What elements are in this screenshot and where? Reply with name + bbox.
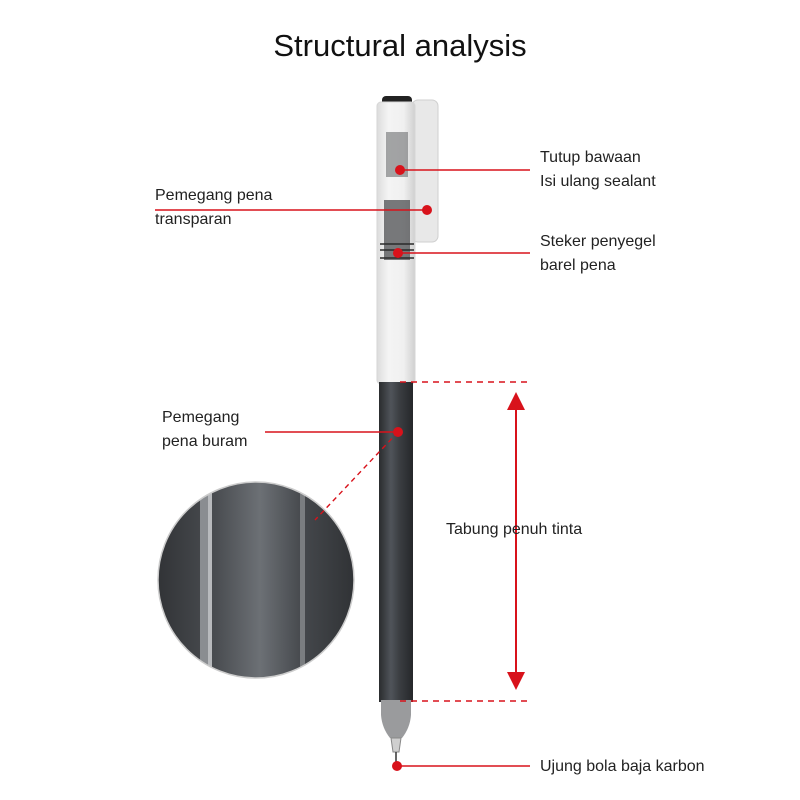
diagram-title: Structural analysis bbox=[273, 28, 527, 63]
arrow-down-icon bbox=[507, 672, 525, 690]
label-transparent-line1: Pemegang pena bbox=[155, 187, 273, 204]
label-plug: Steker penyegel barel pena bbox=[540, 230, 656, 278]
label-transparent-line2: transparan bbox=[155, 211, 232, 228]
label-matte-line1: Pemegang bbox=[162, 409, 240, 426]
label-matte-holder: Pemegang pena buram bbox=[162, 406, 247, 454]
label-plug-line1: Steker penyegel bbox=[540, 233, 656, 250]
label-tip: Ujung bola baja karbon bbox=[540, 758, 705, 775]
label-cap: Tutup bawaan Isi ulang sealant bbox=[540, 146, 656, 194]
callout-lines bbox=[155, 169, 530, 767]
label-matte-line2: pena buram bbox=[162, 433, 248, 450]
label-plug-line2: barel pena bbox=[540, 257, 616, 274]
arrow-up-icon bbox=[507, 392, 525, 410]
label-ink-tube: Tabung penuh tinta bbox=[446, 521, 583, 538]
pen-tip-cone bbox=[381, 700, 411, 738]
label-cap-line1: Tutup bawaan bbox=[540, 149, 641, 166]
pen-tip bbox=[390, 737, 402, 753]
label-transparent-holder: Pemegang pena transparan bbox=[155, 184, 272, 232]
callout-dots bbox=[392, 165, 432, 771]
label-cap-line2: Isi ulang sealant bbox=[540, 173, 656, 190]
pen-clip bbox=[411, 99, 439, 243]
magnified-texture bbox=[158, 482, 354, 678]
